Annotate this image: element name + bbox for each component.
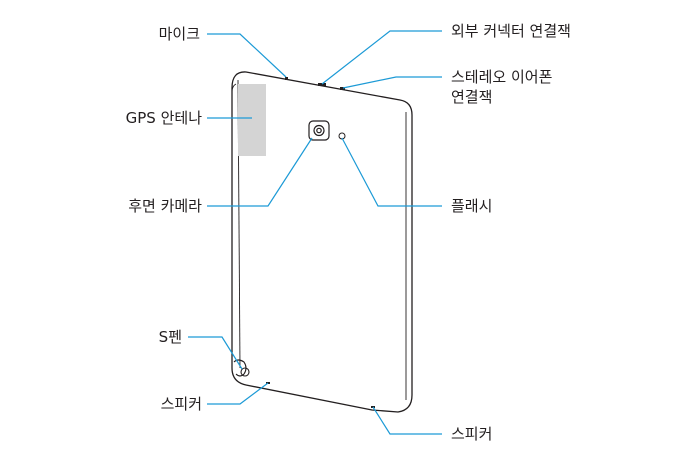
- mic-hole: [285, 77, 288, 80]
- tablet-outline: [231, 71, 413, 413]
- connector-port: [318, 83, 326, 86]
- label-rear-camera: 후면 카메라: [128, 197, 202, 215]
- spen-slot: [233, 359, 250, 377]
- label-ext-connector: 외부 커넥터 연결잭: [451, 22, 571, 40]
- leader-lines: [188, 30, 442, 435]
- label-earphone-line1: 스테레오 이어폰: [451, 68, 553, 86]
- label-speaker-right: 스피커: [451, 425, 493, 443]
- label-gps-antenna: GPS 안테나: [125, 109, 202, 127]
- top-ports: [285, 77, 345, 90]
- leader-speaker-right: [372, 406, 442, 435]
- label-speaker-left: 스피커: [160, 395, 202, 413]
- leader-flash: [341, 137, 442, 207]
- label-earphone-line2: 연결잭: [451, 88, 493, 106]
- gps-antenna-area: [238, 84, 266, 156]
- earphone-port: [340, 87, 345, 90]
- tablet-back: [231, 71, 413, 413]
- label-spen: S펜: [158, 328, 182, 346]
- leader-ext-connector: [321, 30, 442, 85]
- leader-earphone: [342, 76, 442, 89]
- label-flash: 플래시: [451, 197, 493, 215]
- leader-rear-camera: [207, 137, 313, 207]
- leader-speaker-left: [207, 382, 269, 405]
- leader-spen: [188, 336, 243, 370]
- rear-camera: [308, 120, 330, 141]
- leader-mic: [207, 33, 287, 78]
- label-mic: 마이크: [158, 25, 200, 43]
